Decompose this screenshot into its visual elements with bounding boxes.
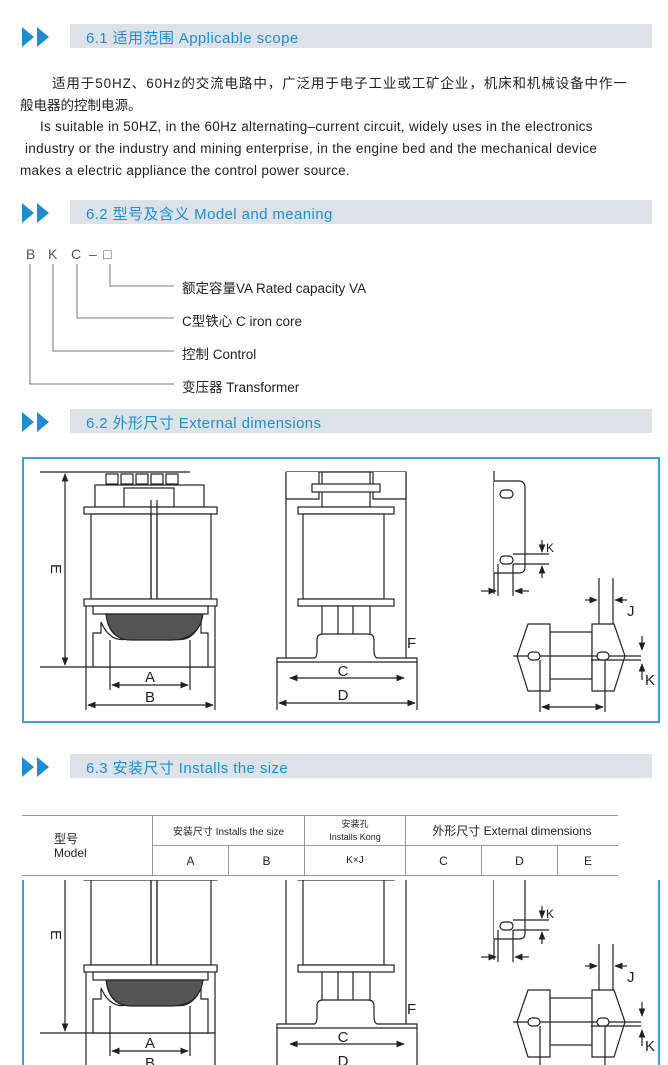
dimension-label-e: E <box>47 930 64 940</box>
header-install-size: 安装尺寸 Installs the size <box>152 815 305 846</box>
dimension-drawing: E A B C D F K J K <box>40 880 655 1065</box>
dimension-label-k: K <box>645 672 655 689</box>
dimension-label-j: J <box>627 603 635 620</box>
dimension-label-f: F <box>407 635 416 652</box>
header-external: 外形尺寸 External dimensions <box>405 815 618 846</box>
model-letter: – <box>89 246 97 262</box>
install-hole-en: Installs Kong <box>329 831 381 842</box>
dimension-label-e: E <box>47 564 64 574</box>
dimension-label-d: D <box>338 1053 349 1065</box>
scope-text-en: industry or the industry and mining ente… <box>25 141 598 156</box>
dimension-label-k: K <box>645 1038 655 1055</box>
dimension-label-j: J <box>627 969 635 986</box>
scope-text-zh: 般电器的控制电源。 <box>20 98 142 113</box>
model-letter: K <box>48 246 58 262</box>
dimension-label-f: F <box>407 1001 416 1018</box>
section-title: 6.3 安装尺寸 Installs the size <box>86 760 289 777</box>
dimension-label-c: C <box>338 663 349 680</box>
model-meaning: 变压器 Transformer <box>182 380 300 395</box>
dimension-label-c: C <box>338 1029 349 1046</box>
header-model: 型号 Model <box>22 815 153 876</box>
dimension-label-b: B <box>145 689 155 706</box>
col-a: A <box>152 845 229 876</box>
col-b: B <box>228 845 305 876</box>
dimension-label-a: A <box>145 669 155 686</box>
dimension-diagram-box-repeat: E A B C D F K J K <box>22 880 660 1065</box>
model-meaning: C型铁心 C iron core <box>182 314 303 329</box>
install-hole-zh: 安装孔 <box>341 818 369 829</box>
dimension-drawing: E A B C D F K J K <box>40 471 655 712</box>
model-meaning: 控制 Control <box>182 347 257 362</box>
col-e: E <box>557 845 618 876</box>
col-c: C <box>405 845 482 876</box>
section-title: 6.1 适用范围 Applicable scope <box>86 30 299 47</box>
dimension-label-k: K <box>546 907 554 921</box>
scope-text-en: Is suitable in 50HZ, in the 60Hz alterna… <box>40 119 593 134</box>
dimension-label-k: K <box>546 541 554 555</box>
model-letter: □ <box>103 246 112 262</box>
scope-text-zh: 适用于50HZ、60Hz的交流电路中，广泛用于电子工业或工矿企业，机床和机械设备… <box>52 76 628 91</box>
model-leader-lines <box>29 264 174 385</box>
model-meaning: 额定容量VA Rated capacity VA <box>182 281 367 296</box>
double-arrow-icon <box>22 203 49 223</box>
col-kxj: K×J <box>304 845 406 876</box>
install-size-table: 型号 Model 安装尺寸 Installs the size 安装孔 Inst… <box>22 815 618 876</box>
model-letter: C <box>71 246 82 262</box>
model-en: Model <box>54 845 87 860</box>
section-title: 6.2 型号及含义 Model and meaning <box>86 206 333 223</box>
model-letter: B <box>26 246 36 262</box>
double-arrow-icon <box>22 27 49 47</box>
dimension-label-b: B <box>145 1055 155 1065</box>
header-install-hole: 安装孔 Installs Kong <box>304 815 406 846</box>
dimension-label-d: D <box>338 687 349 704</box>
model-zh: 型号 <box>54 831 79 846</box>
double-arrow-icon <box>22 412 49 432</box>
section-title: 6.2 外形尺寸 External dimensions <box>86 415 322 432</box>
double-arrow-icon <box>22 757 49 777</box>
dimension-label-a: A <box>145 1035 155 1052</box>
col-d: D <box>481 845 558 876</box>
dimension-diagram-box: E A B C D F K J K <box>22 457 660 723</box>
scope-text-en: makes a electric appliance the control p… <box>20 163 351 178</box>
